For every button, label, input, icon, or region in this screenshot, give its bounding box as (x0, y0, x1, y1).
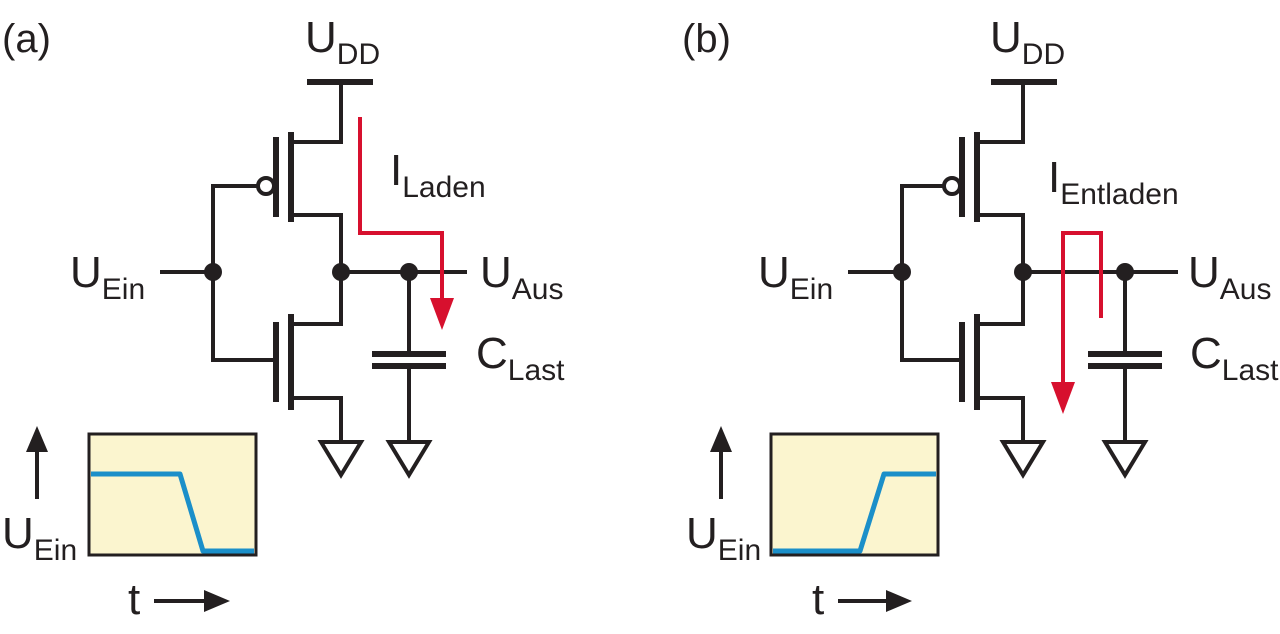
panel-b-current-label: IEntladen (1048, 153, 1179, 211)
panel-b-nmos-transistor (900, 270, 1047, 479)
panel-a-waveform-trace (91, 471, 254, 554)
panel-a-label: (a) (2, 17, 51, 61)
panel-a-scope-ylabel: UEin (2, 509, 77, 567)
panel-a-x-arrow-icon (204, 590, 230, 612)
panel-b-y-arrow-icon (710, 426, 732, 452)
panel-b-pmos-transistor (900, 80, 1025, 274)
panel-a-input-label: UEin (70, 248, 145, 306)
panel-b-scope-xlabel: t (812, 575, 824, 624)
panel-a-scope-xlabel: t (128, 575, 140, 624)
panel-a-charging-current-arrow (358, 117, 454, 330)
panel-a-nmos-transistor (211, 270, 365, 479)
panel-b-discharging-current-arrow (1051, 231, 1103, 414)
panel-a-pmos-bubble (256, 176, 276, 196)
panel-b-input-waveform: UEin t (686, 426, 940, 624)
panel-a-waveform-box (87, 432, 258, 557)
panel-a-pmos-transistor (211, 80, 343, 274)
panel-b-input-node (893, 263, 911, 281)
panel-b: (b) UDD UEin UAus (682, 13, 1279, 624)
panel-b-input-label: UEin (758, 248, 833, 306)
panel-a-load-capacitor (372, 270, 446, 479)
panel-a-drain-node (332, 263, 350, 281)
panel-b-nmos-ground (999, 440, 1047, 479)
panel-b-cap-ground (1101, 440, 1149, 479)
panel-a-cap-ground (385, 440, 433, 479)
panel-a: (a) UDD UEin UAus (2, 13, 565, 624)
panel-b-drain-node (1014, 263, 1032, 281)
panel-b-supply-label: UDD (990, 13, 1065, 71)
panel-b-output-label: UAus (1188, 248, 1271, 306)
panel-a-nmos-ground (317, 440, 365, 479)
panel-a-y-arrow-icon (26, 426, 48, 452)
panel-a-current-label: ILaden (390, 146, 486, 204)
panel-b-load-capacitor (1088, 270, 1162, 479)
panel-b-label: (b) (682, 17, 731, 61)
panel-a-cap-label: CLast (476, 329, 565, 387)
panel-b-waveform-trace (773, 471, 936, 554)
panel-b-scope-ylabel: UEin (686, 509, 761, 567)
panel-a-output-label: UAus (480, 248, 563, 306)
panel-a-input-waveform: UEin t (2, 426, 258, 624)
panel-b-waveform-box (769, 432, 940, 557)
panel-b-pmos-bubble (942, 176, 962, 196)
panel-b-cap-label: CLast (1190, 329, 1279, 387)
panel-a-supply-label: UDD (305, 13, 380, 71)
panel-a-input-node (204, 263, 222, 281)
panel-b-x-arrow-icon (886, 590, 912, 612)
